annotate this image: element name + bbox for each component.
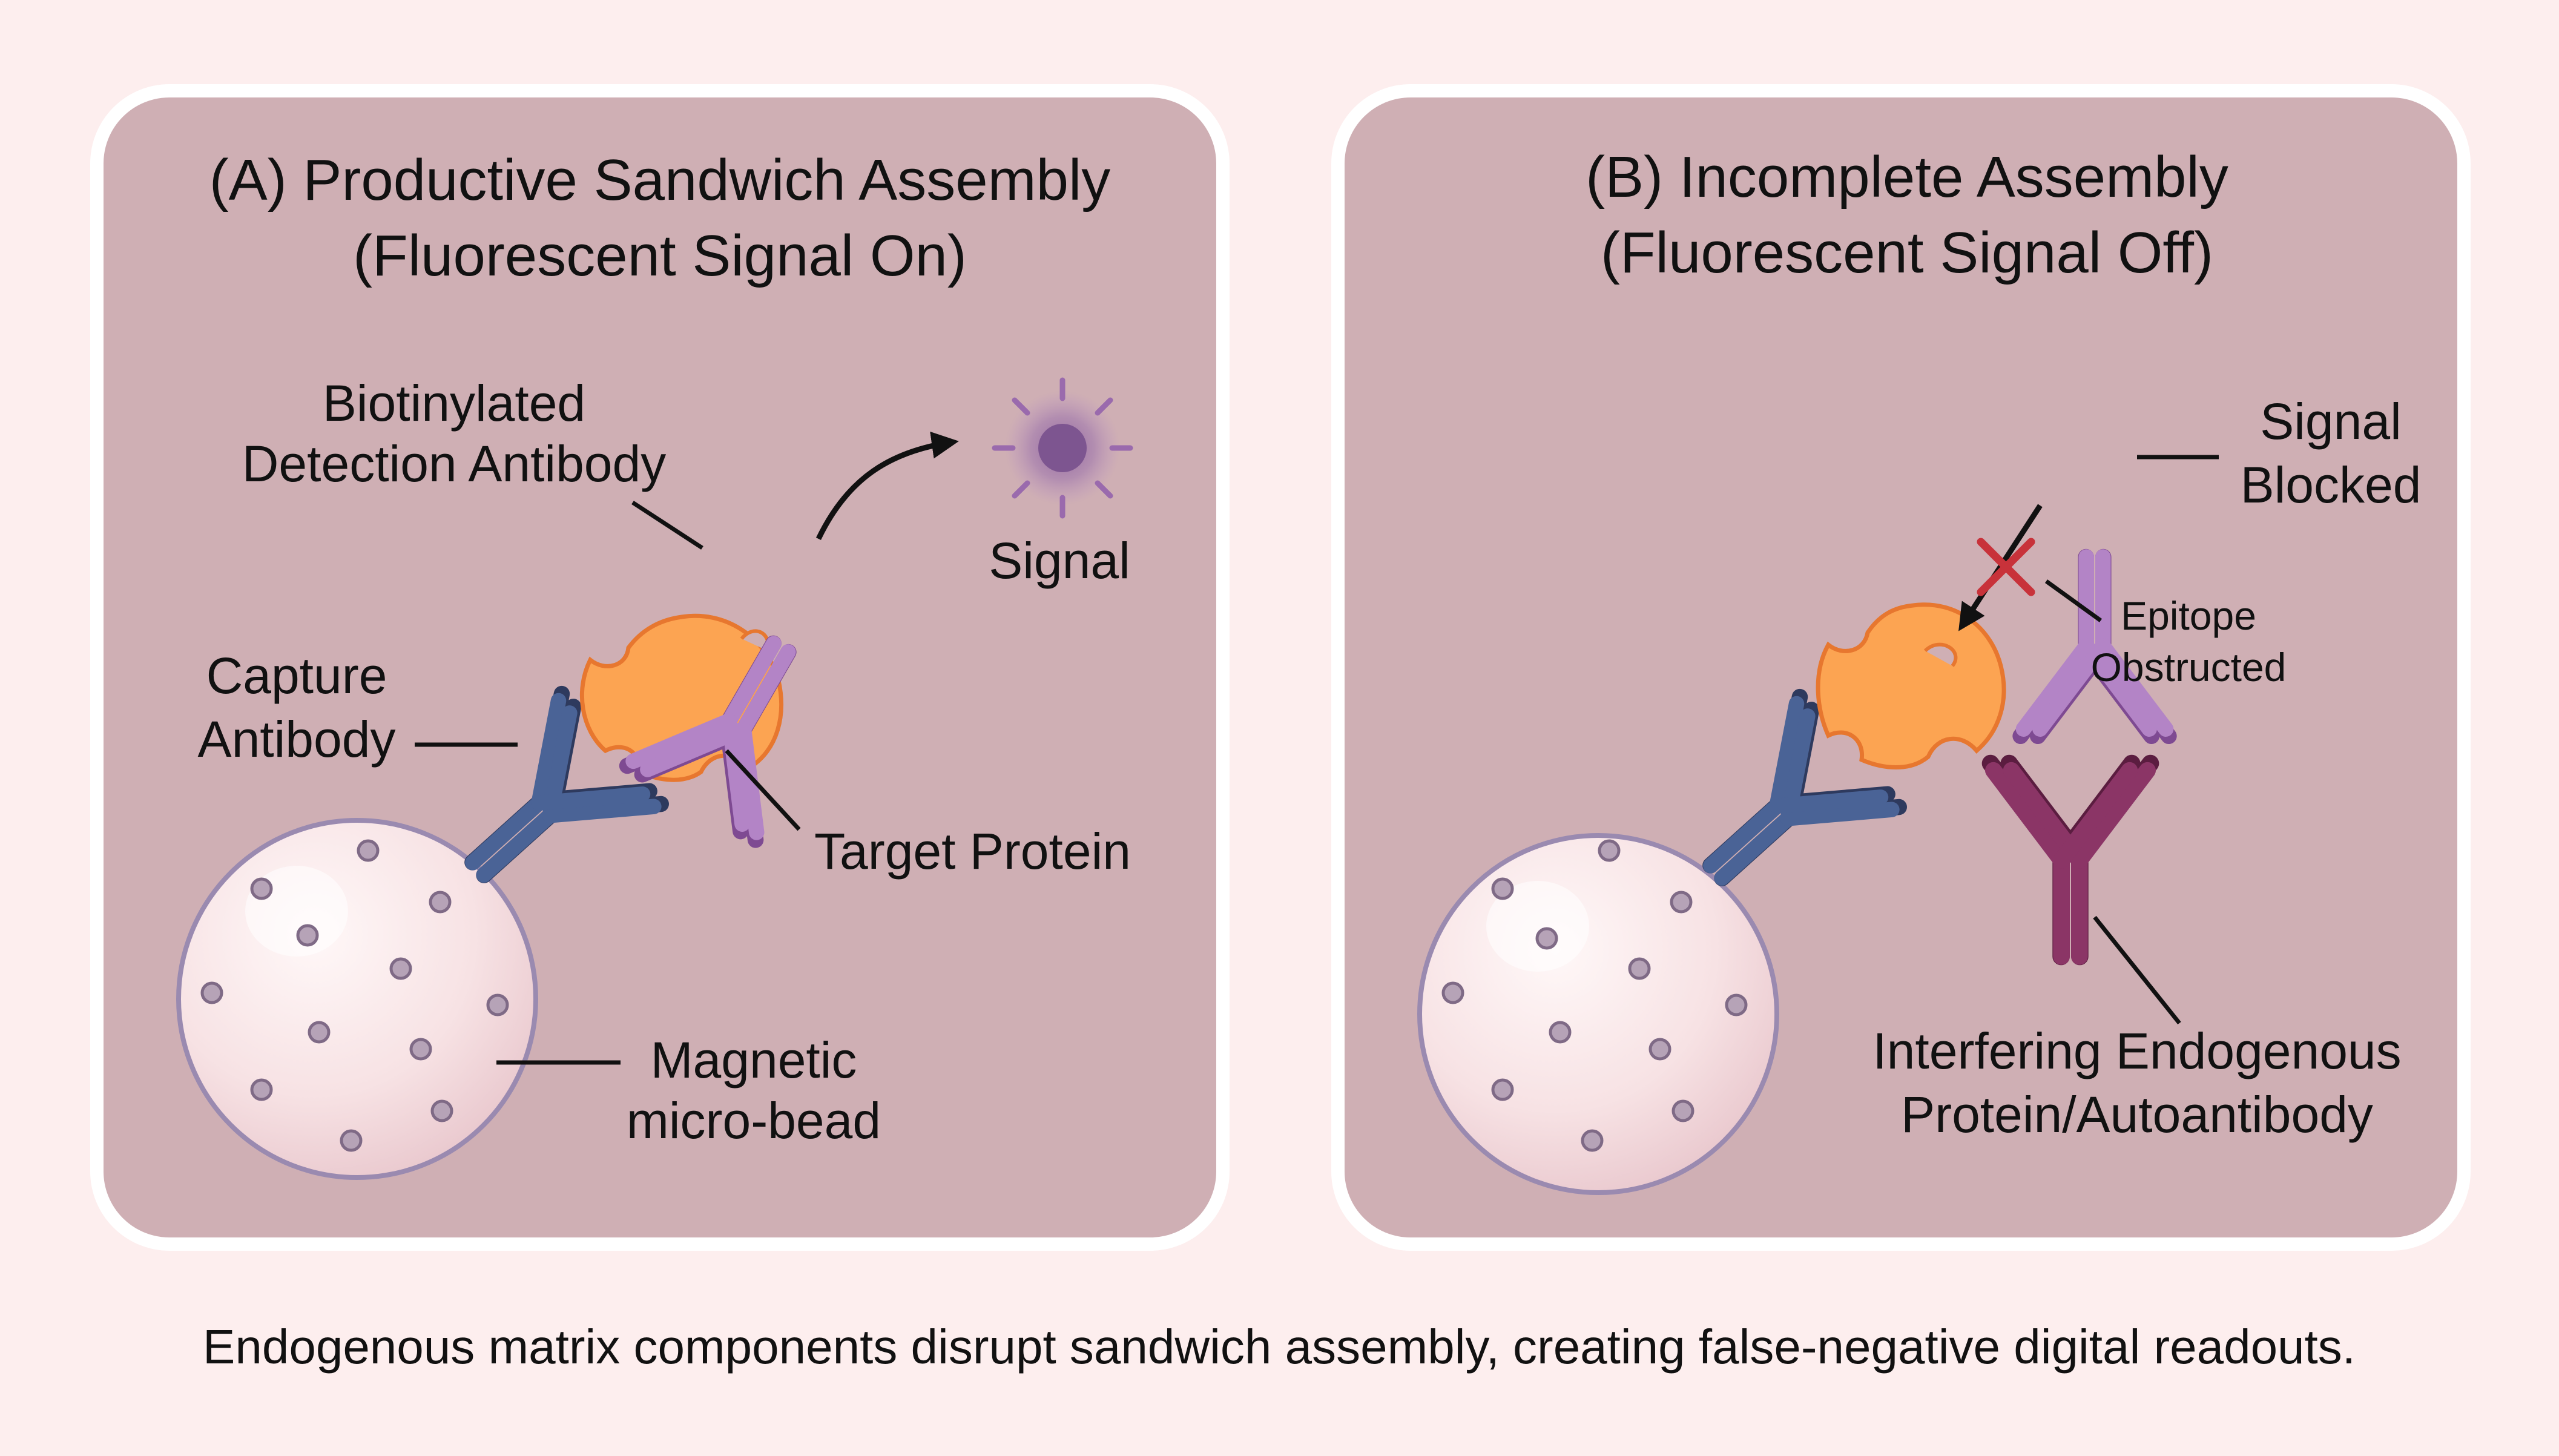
panel-a-leader-lines [415,501,801,1065]
epitope-label-line2: Obstructed [2091,645,2287,690]
interfering-label-line1: Interfering Endogenous [1872,1023,2401,1079]
magnetic-bead [176,818,538,1180]
signal-blocked-label-line1: Signal [2260,393,2402,450]
bead-label-line2: micro-bead [627,1092,881,1149]
blocked-x-icon [1977,538,2035,596]
panel-a: (A) Productive Sandwich Assembly (Fluore… [90,84,1230,1251]
target-protein-label: Target Protein [814,823,1131,880]
capture-antibody-label-line2: Antibody [198,711,396,768]
bead-dots-b [1441,839,1748,1152]
target-protein-b [1816,602,2006,769]
panel-b-title-line2: (Fluorescent Signal Off) [1601,220,2213,285]
panel-b-leader-lines [2044,455,2219,1025]
panel-b-title-line1: (B) Incomplete Assembly [1586,145,2228,209]
panel-a-title-line1: (A) Productive Sandwich Assembly [209,148,1111,212]
magnetic-bead-b [1417,833,1779,1195]
panel-a-title-line2: (Fluorescent Signal On) [353,223,967,288]
signal-label: Signal [989,532,1130,589]
figure-caption: Endogenous matrix components disrupt san… [203,1320,2356,1374]
panel-b: (B) Incomplete Assembly (Fluorescent Sig… [1331,84,2471,1251]
detection-antibody-label-line1: Biotinylated [323,375,585,432]
bead-label-line1: Magnetic [651,1032,857,1089]
signal-blocked-label-line2: Blocked [2241,456,2422,513]
capture-antibody-label-line1: Capture [206,647,387,704]
epitope-label-line1: Epitope [2121,593,2256,638]
bead-dots [200,839,509,1152]
interfering-label-line2: Protein/Autoantibody [1901,1086,2373,1143]
detection-antibody-label-line2: Detection Antibody [242,435,666,492]
signal-icon [992,377,1133,519]
signal-arrow [815,431,959,540]
